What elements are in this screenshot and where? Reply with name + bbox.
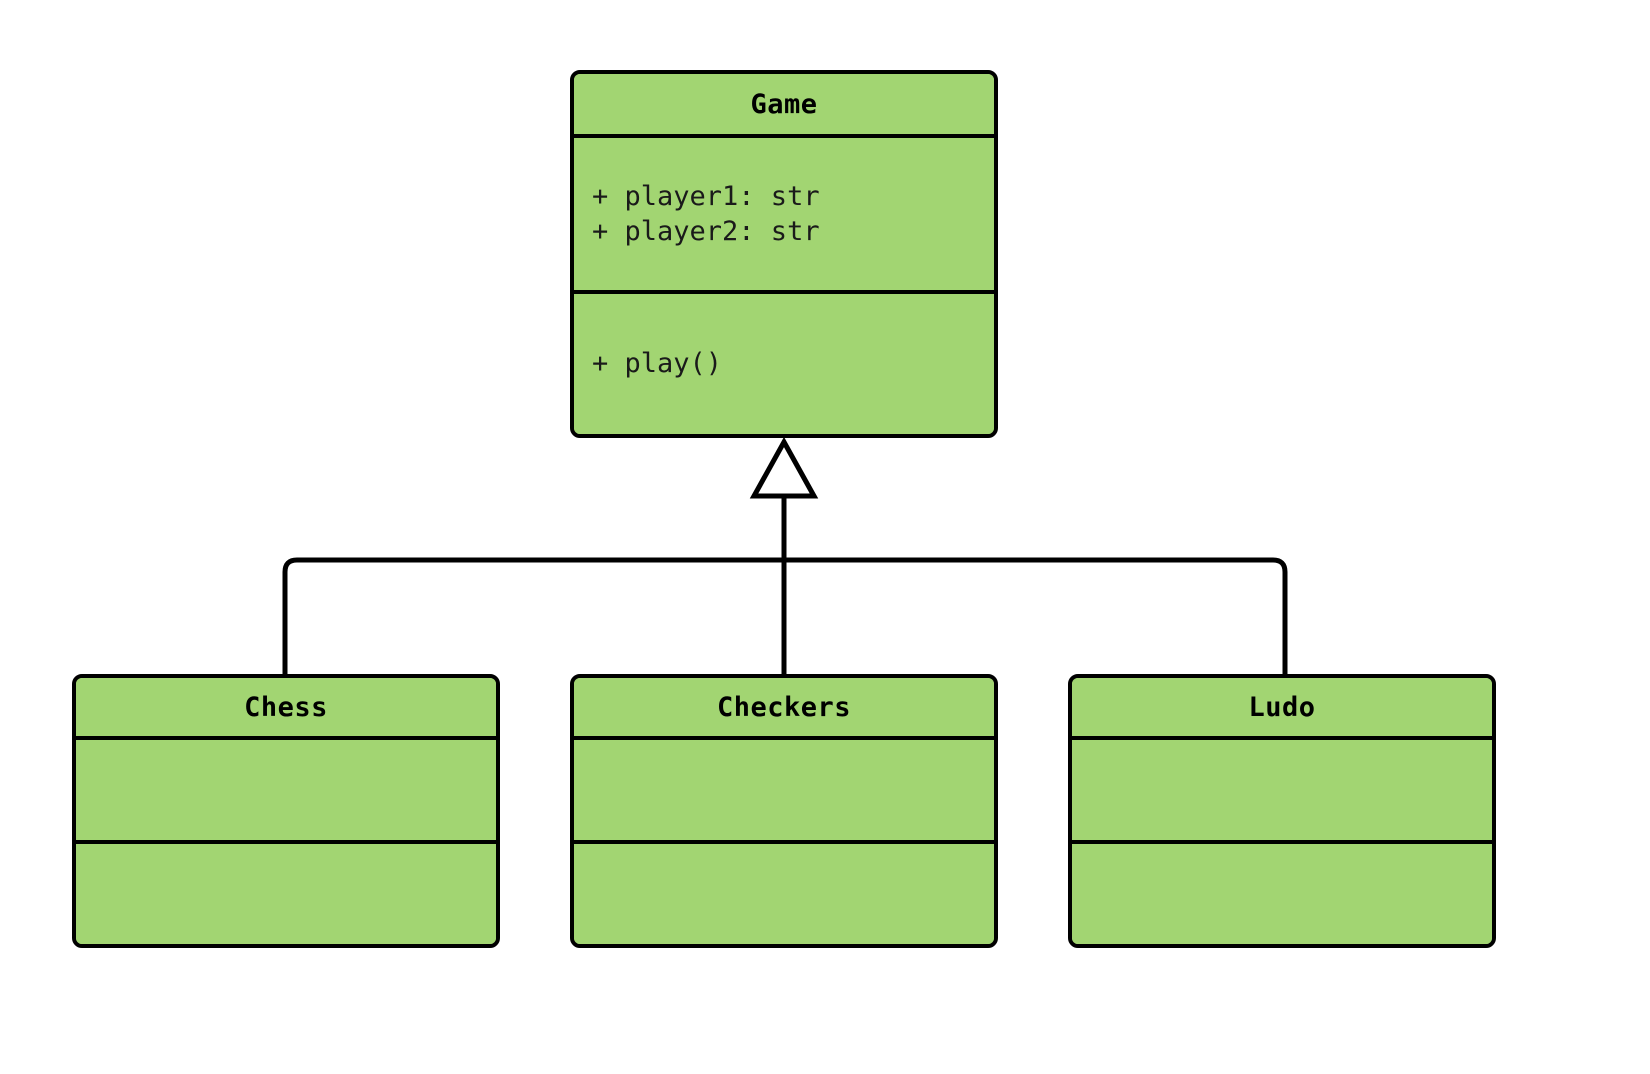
attribute-item: + player1: str <box>592 180 820 212</box>
uml-class-ludo[interactable]: Ludo <box>1068 674 1496 948</box>
attributes-compartment-checkers <box>574 740 994 844</box>
attributes-compartment-game: + player1: str + player2: str <box>574 138 994 294</box>
attribute-item: + player2: str <box>592 216 820 247</box>
uml-class-chess[interactable]: Chess <box>72 674 500 948</box>
class-name-chess: Chess <box>76 678 496 740</box>
class-name-ludo: Ludo <box>1072 678 1492 740</box>
generalization-arrowhead <box>749 436 819 499</box>
attributes-compartment-ludo <box>1072 740 1492 844</box>
class-name-checkers: Checkers <box>574 678 994 740</box>
class-name-game: Game <box>574 74 994 138</box>
uml-class-game[interactable]: Game + player1: str + player2: str + pla… <box>570 70 998 438</box>
methods-compartment-game: + play() <box>574 294 994 434</box>
uml-class-checkers[interactable]: Checkers <box>570 674 998 948</box>
methods-compartment-chess <box>76 844 496 944</box>
attributes-compartment-chess <box>76 740 496 844</box>
connector-bus <box>282 557 1288 674</box>
methods-compartment-ludo <box>1072 844 1492 944</box>
method-item: + play() <box>592 348 723 380</box>
methods-compartment-checkers <box>574 844 994 944</box>
